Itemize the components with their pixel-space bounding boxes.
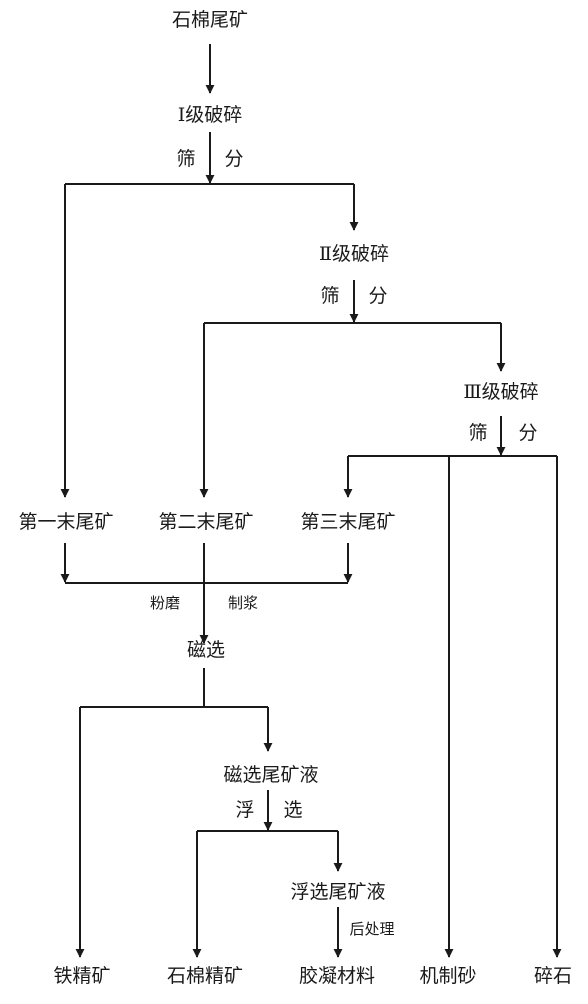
node-machine-sand: 机制砂 <box>419 965 477 987</box>
float-label: 浮 <box>235 799 255 821</box>
grinding-label: 粉磨 <box>149 594 181 612</box>
node-crush-1: Ⅰ级破碎 <box>177 104 243 126</box>
screen-label-3: 筛 <box>468 422 488 444</box>
node-cementing-material: 胶凝材料 <box>298 965 376 987</box>
node-mag-tail-liquid: 磁选尾矿液 <box>223 764 319 786</box>
split-label-2: 分 <box>368 285 388 307</box>
node-tail-1: 第一末尾矿 <box>18 511 114 533</box>
node-asbestos-tailings: 石棉尾矿 <box>171 9 249 31</box>
select-label: 选 <box>283 799 303 821</box>
node-magnetic-sep: 磁选 <box>186 639 226 661</box>
pulping-label: 制浆 <box>227 594 259 612</box>
node-asbestos-concentrate: 石棉精矿 <box>166 965 244 987</box>
node-crush-3: Ⅲ级破碎 <box>463 381 539 403</box>
node-iron-concentrate: 铁精矿 <box>53 965 111 987</box>
node-tail-3: 第三末尾矿 <box>300 511 396 533</box>
post-treatment-label: 后处理 <box>349 920 395 938</box>
screen-label-1: 筛 <box>176 148 196 170</box>
node-crush-2: Ⅱ级破碎 <box>319 243 389 265</box>
node-tail-2: 第二末尾矿 <box>158 511 254 533</box>
node-crushed-stone: 碎石 <box>533 965 573 987</box>
node-flot-tail-liquid: 浮选尾矿液 <box>290 881 386 903</box>
screen-label-2: 筛 <box>320 285 340 307</box>
split-label-1: 分 <box>224 148 244 170</box>
split-label-3: 分 <box>518 422 538 444</box>
